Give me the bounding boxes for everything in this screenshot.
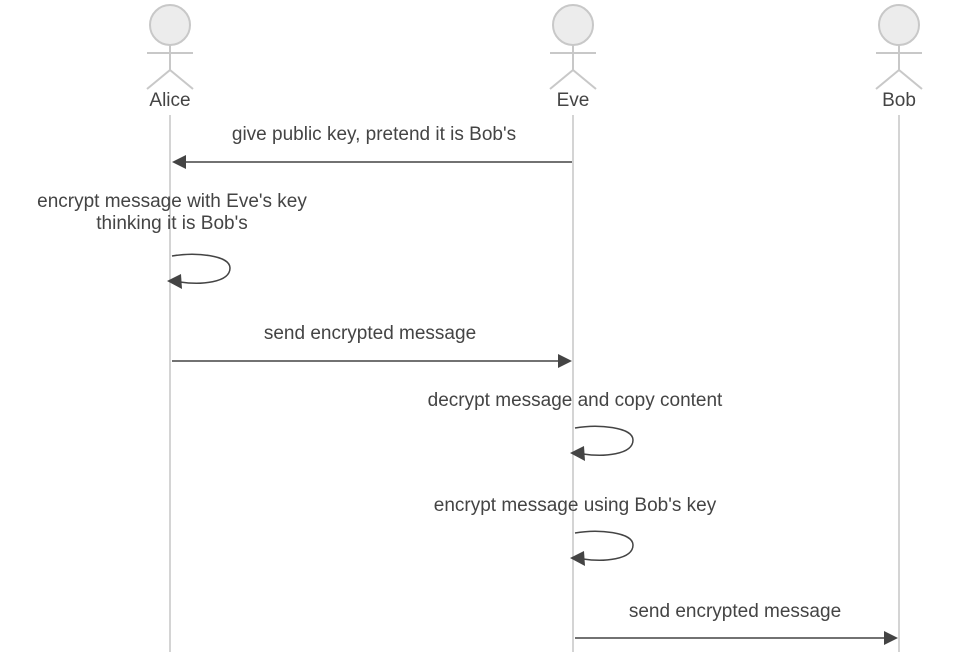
- message-label: encrypt message with Eve's key: [37, 191, 307, 212]
- actor-bob: Bob: [875, 4, 923, 111]
- stick-figure-icon: [549, 4, 597, 90]
- message-arrow-line: [171, 253, 231, 284]
- message-arrow-line: [574, 530, 634, 561]
- message-5: encrypt message using Bob's key: [434, 495, 717, 566]
- message-arrow-line: [574, 425, 634, 456]
- message-6: send encrypted message: [575, 601, 898, 645]
- message-1: give public key, pretend it is Bob's: [172, 124, 572, 169]
- message-label: thinking it is Bob's: [96, 213, 247, 234]
- arrowhead-icon: [558, 354, 572, 368]
- actor-alice: Alice: [146, 4, 194, 111]
- arrowhead-icon: [570, 551, 585, 566]
- message-label: decrypt message and copy content: [428, 390, 723, 411]
- message-label: send encrypted message: [629, 601, 841, 622]
- actor-label: Eve: [557, 90, 590, 111]
- arrowhead-icon: [172, 155, 186, 169]
- arrowhead-icon: [884, 631, 898, 645]
- actor-eve: Eve: [549, 4, 597, 111]
- arrowhead-icon: [570, 446, 585, 461]
- message-2: encrypt message with Eve's key thinking …: [37, 191, 307, 289]
- actor-label: Alice: [149, 90, 190, 111]
- stick-figure-icon: [875, 4, 923, 90]
- stick-figure-icon: [146, 4, 194, 90]
- actor-label: Bob: [882, 90, 916, 111]
- arrowhead-icon: [167, 274, 182, 289]
- message-label: encrypt message using Bob's key: [434, 495, 717, 516]
- message-label: send encrypted message: [264, 323, 476, 344]
- message-4: decrypt message and copy content: [428, 390, 723, 461]
- message-label: give public key, pretend it is Bob's: [232, 124, 516, 145]
- message-3: send encrypted message: [172, 323, 572, 368]
